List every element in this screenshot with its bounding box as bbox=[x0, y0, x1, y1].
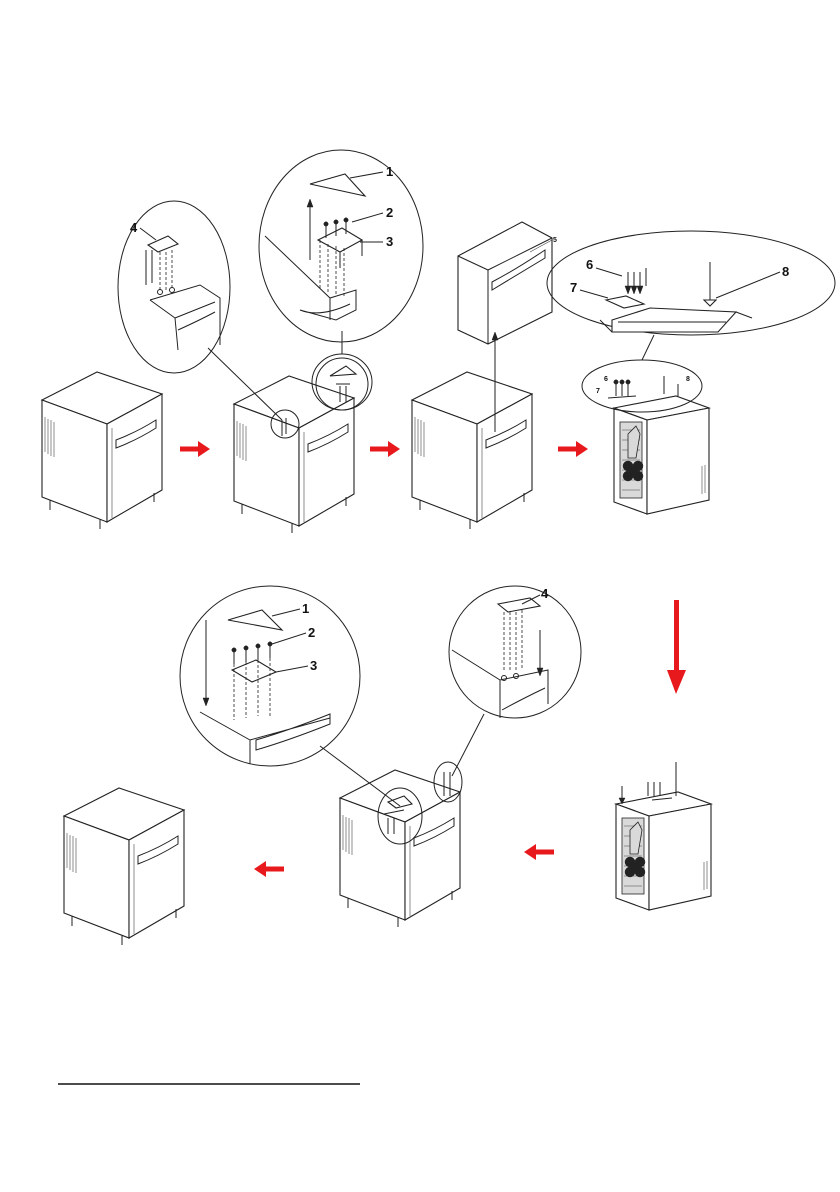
callout-1-bottom: 1 bbox=[302, 601, 309, 616]
callout-7-large: 7 bbox=[570, 280, 577, 295]
step-arrow-back-2 bbox=[254, 861, 284, 877]
step-arrow-back-1 bbox=[524, 844, 554, 860]
fridge-step-1 bbox=[42, 372, 162, 529]
fridge-step-6 bbox=[340, 770, 460, 927]
fridge-step-4 bbox=[614, 396, 709, 514]
callout-6-large: 6 bbox=[586, 257, 593, 272]
fridge-step-3 bbox=[412, 372, 532, 529]
callout-3-top: 3 bbox=[386, 234, 393, 249]
callout-6-small: 6 bbox=[604, 376, 608, 383]
step-arrow-2 bbox=[370, 441, 400, 457]
fridge-step-2 bbox=[234, 376, 354, 533]
step-arrow-down bbox=[667, 600, 686, 694]
detail-circle-hinge-bottom bbox=[180, 586, 400, 806]
detail-circle-4-bottom bbox=[449, 586, 581, 776]
fridge-step-5 bbox=[616, 792, 711, 910]
callout-5: 5 bbox=[553, 237, 557, 244]
callout-2-top: 2 bbox=[386, 205, 393, 220]
callout-3-bottom: 3 bbox=[310, 658, 317, 673]
callout-4-top: 4 bbox=[130, 220, 138, 235]
detail-ellipse-large bbox=[547, 231, 835, 335]
callout-2-bottom: 2 bbox=[308, 625, 315, 640]
small-hinge-parts bbox=[608, 376, 678, 398]
step-arrow-1 bbox=[180, 441, 210, 457]
callout-4-bottom: 4 bbox=[541, 586, 549, 601]
callout-8-large: 8 bbox=[782, 264, 789, 279]
callout-1-top: 1 bbox=[386, 164, 393, 179]
detail-circle-hinge-top bbox=[259, 150, 423, 354]
fridge-step-7 bbox=[64, 788, 184, 945]
callout-7-small: 7 bbox=[596, 388, 600, 395]
callout-8-small: 8 bbox=[686, 376, 690, 383]
step-arrow-3 bbox=[558, 441, 588, 457]
